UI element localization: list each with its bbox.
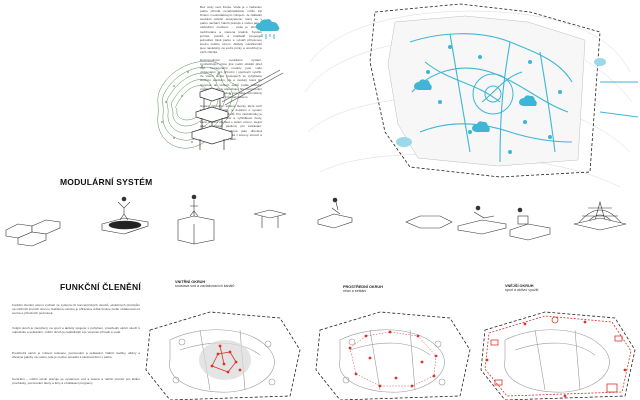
functional-paragraph-1: Funkční členění území vychází ze systému… — [12, 303, 140, 316]
caption-middle-sub: relax a setkání — [343, 289, 367, 293]
caption-outer-ring: VNĚJŠÍ OKRUH sport a aktivní využití — [505, 284, 539, 292]
functional-paragraph-4: Centrální – vnitřní okruh pracuje se sys… — [12, 377, 140, 386]
heading-functional-division: FUNKČNÍ ČLENĚNÍ — [60, 282, 141, 292]
rain-cloud-icon — [256, 19, 280, 39]
caption-outer-sub: sport a aktivní využití — [505, 288, 539, 292]
lookout-tower-illustration — [157, 60, 284, 150]
module-sequence — [5, 194, 627, 247]
intro-paragraph: Bez vody není života. Voda je v zadaném … — [200, 5, 262, 55]
water-site-plan — [304, 3, 638, 188]
plan-outer-ring — [480, 311, 636, 400]
caption-outer-title: VNĚJŠÍ OKRUH — [505, 284, 534, 288]
caption-inner-title: VNITŘNÍ OKRUH — [175, 280, 206, 284]
functional-ring-plans — [145, 311, 636, 400]
heading-modular-system: MODULÁRNÍ SYSTÉM — [60, 177, 153, 187]
plan-inner-ring — [145, 311, 301, 400]
caption-inner-ring: VNITŘNÍ OKRUH soustava vod a zavlažovací… — [175, 280, 234, 288]
caption-middle-ring: PROSTŘEDNÍ OKRUH relax a setkání — [343, 285, 383, 293]
plan-middle-ring — [315, 311, 471, 400]
caption-inner-sub: soustava vod a zavlažovacích kanálů — [175, 284, 235, 288]
caption-middle-title: PROSTŘEDNÍ OKRUH — [343, 285, 383, 289]
functional-paragraph-2: Vnější okruh je zaměřený na sport a akti… — [12, 326, 140, 335]
functional-paragraph-3: Prostřední okruh je místem relaxace, poz… — [12, 351, 140, 360]
